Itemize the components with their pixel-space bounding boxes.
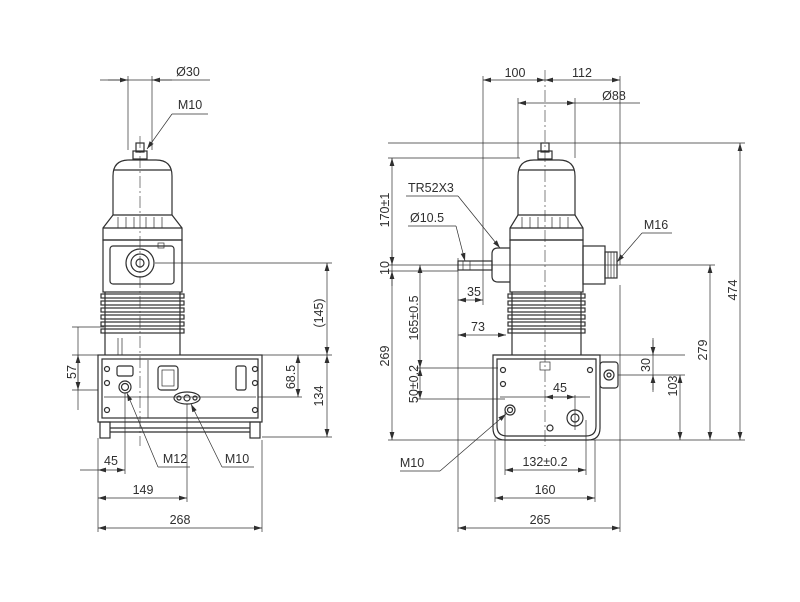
dim-279-label: 279 — [696, 340, 710, 361]
left-terminal-circle — [125, 248, 155, 278]
dim-overall-width-right: 265 — [458, 285, 621, 532]
left-top-stud — [135, 142, 145, 153]
tr-thread-label: TR52X3 — [408, 181, 454, 195]
dim-73-label: 73 — [471, 320, 485, 334]
leader-m10-right: M10 — [400, 413, 507, 472]
right-view-dimensions: 100 112 Ø88 TR52X3 — [378, 66, 745, 532]
dim-35: 35 — [458, 285, 483, 303]
left-insulator-sheds — [100, 292, 185, 355]
m12-label: M12 — [163, 452, 187, 466]
left-terminal-boss — [109, 245, 175, 285]
left-slot — [157, 365, 179, 391]
dim-149-label: 149 — [133, 483, 154, 497]
stud-diameter-label: Ø30 — [176, 65, 200, 79]
dim-cap-diameter: Ø88 — [517, 89, 640, 158]
dim-165-label: 165±0.5 — [407, 295, 421, 340]
left-m10-boss — [173, 391, 201, 405]
left-foot — [249, 421, 261, 439]
left-base — [97, 354, 263, 439]
dim-10-label: 10 — [378, 261, 392, 275]
overall-width-left-label: 268 — [170, 513, 191, 527]
leader-m12: M12 — [126, 392, 190, 468]
dim-stud-diameter: Ø30 — [100, 65, 210, 150]
dim-103: 103 — [666, 375, 683, 440]
right-view-outline — [457, 70, 619, 446]
hole-spacing-label: 132±0.2 — [522, 455, 567, 469]
right-insulator-sheds — [507, 292, 586, 355]
dim-hole-spacing: 132±0.2 — [504, 412, 587, 475]
dim-57: 57 — [65, 326, 104, 410]
dim-149: 149 — [98, 404, 188, 502]
dim-269-label: 269 — [378, 346, 392, 367]
hole-offset-label: 45 — [104, 454, 118, 468]
dim-165: 165±0.5 — [407, 265, 498, 369]
right-m10-hole — [504, 404, 516, 416]
right-top-nut — [537, 150, 553, 160]
dim-overall-width-left: 268 — [98, 440, 263, 532]
terminal-height-label: (145) — [312, 298, 326, 327]
dim-103-label: 103 — [666, 376, 680, 397]
m10-label: M10 — [225, 452, 249, 466]
dim-73: 73 — [458, 320, 506, 338]
right-base — [492, 354, 619, 441]
left-body — [102, 239, 183, 293]
leader-m10: M10 — [190, 403, 254, 468]
dim-50-label: 50±0.2 — [407, 365, 421, 403]
dim-base-width: 160 — [494, 440, 596, 502]
dim-170-label: 170±1 — [378, 193, 392, 228]
dim-50: 50±0.2 — [407, 365, 505, 403]
dim-68-5-label: 68.5 — [284, 365, 298, 389]
dim-30-label: 30 — [639, 358, 653, 372]
right-body — [509, 239, 584, 293]
right-view: 100 112 Ø88 TR52X3 — [378, 66, 745, 532]
dim-170: 170±1 — [378, 158, 395, 265]
dim-100-label: 100 — [505, 66, 526, 80]
dim-45-right-label: 45 — [553, 381, 567, 395]
dim-100: 100 — [483, 66, 545, 83]
left-foot — [99, 421, 111, 439]
left-view-outline — [97, 136, 263, 446]
left-cap — [112, 159, 173, 215]
left-view-dimensions: Ø30 M10 (145) 57 — [65, 65, 332, 532]
leader-tr-thread: TR52X3 — [406, 181, 501, 249]
dim-30: 30 — [600, 338, 685, 392]
dim-10: 10 — [378, 250, 393, 286]
m10-right-label: M10 — [400, 456, 424, 470]
cap-diameter-label: Ø88 — [602, 89, 626, 103]
leader-hole-diameter: Ø10.5 — [408, 211, 466, 262]
dim-overall-height: 474 — [726, 143, 743, 440]
left-view: Ø30 M10 (145) 57 — [65, 65, 332, 532]
dim-base-height: 134 — [262, 355, 332, 438]
overall-height-label: 474 — [726, 280, 740, 301]
base-width-label: 160 — [535, 483, 556, 497]
leader-stud-thread: M10 — [146, 98, 208, 150]
hole-diameter-label: Ø10.5 — [410, 211, 444, 225]
m16-label: M16 — [644, 218, 668, 232]
base-lug — [599, 361, 619, 389]
dim-45-right: 45 — [500, 381, 590, 430]
stud-thread-label: M10 — [178, 98, 202, 112]
left-slot — [235, 365, 247, 391]
dim-112-label: 112 — [572, 66, 592, 80]
left-m12-hole — [118, 380, 132, 394]
base-height-label: 134 — [312, 386, 326, 407]
dim-112: 112 — [545, 66, 620, 83]
dim-hole-offset: 45 — [80, 393, 126, 532]
leader-m16: M16 — [616, 218, 672, 263]
dim-68-5: 68.5 — [258, 355, 302, 398]
left-top-nut — [132, 150, 148, 160]
dim-35-label: 35 — [467, 285, 481, 299]
dim-269: 269 — [378, 271, 395, 440]
right-cap — [517, 159, 576, 215]
dim-279: 279 — [696, 265, 713, 440]
dim-57-label: 57 — [65, 365, 79, 379]
overall-width-right-label: 265 — [530, 513, 551, 527]
